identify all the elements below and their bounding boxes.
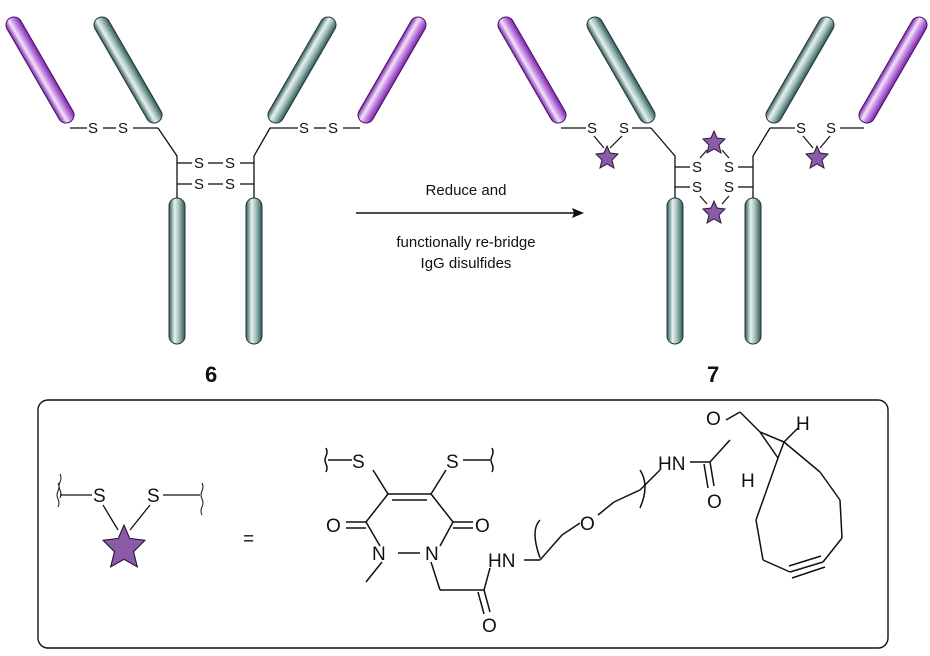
ether-oxygen-atom: O (580, 514, 595, 535)
bridging-reagent-star (595, 145, 619, 169)
sulfur-atom: S (299, 120, 309, 137)
bridging-reagent-star (702, 130, 726, 154)
sulfur-atom: S (724, 159, 734, 176)
sulfur-atom: S (194, 176, 204, 193)
heavy-chain-arm-left (586, 16, 656, 124)
oxygen-atom: O (706, 409, 721, 430)
compound-label-7: 7 (707, 362, 719, 387)
legend-box (37, 399, 889, 649)
light-chain-left (5, 16, 75, 124)
sulfur-atom: S (93, 486, 106, 507)
arrow-bottom-text-line2: IgG disulfides (421, 255, 512, 272)
light-chain-left (497, 16, 567, 124)
heavy-chain-stem-right (744, 197, 762, 345)
heavy-chain-arm-right (765, 16, 835, 124)
nitrogen-atom: N (372, 544, 386, 565)
oxygen-atom: O (482, 616, 497, 637)
heavy-chain-stem-right (245, 197, 263, 345)
oxygen-atom: O (707, 492, 722, 513)
legend-star (101, 523, 147, 569)
heavy-chain-stem-left (168, 197, 186, 345)
oxygen-atom: O (326, 516, 341, 537)
sulfur-atom: S (796, 120, 806, 137)
heavy-chain-arm-right (267, 16, 337, 124)
oxygen-atom: O (475, 516, 490, 537)
bridging-reagent-star (805, 145, 829, 169)
sulfur-atom: S (352, 452, 365, 473)
amide-nh: HN (488, 551, 515, 572)
compound-label-6: 6 (205, 362, 217, 387)
sulfur-atom: S (724, 179, 734, 196)
arrow-top-text: Reduce and (426, 182, 507, 199)
light-chain-right (357, 16, 427, 124)
hydrogen-atom: H (741, 471, 755, 492)
reaction-arrow: Reduce and functionally re-bridge IgG di… (356, 182, 584, 272)
arrow-bottom-text-line1: functionally re-bridge (396, 234, 535, 251)
heavy-chain-stem-left (666, 197, 684, 345)
sulfur-atom: S (328, 120, 338, 137)
heavy-chain-arm-left (93, 16, 163, 124)
equals-sign: = (243, 529, 254, 550)
sulfur-atom: S (225, 155, 235, 172)
light-chain-right (858, 16, 928, 124)
bridging-reagent-star (702, 200, 726, 224)
star-legend: S S (56, 473, 204, 569)
sulfur-atom: S (147, 486, 160, 507)
sulfur-atom: S (587, 120, 597, 137)
sulfur-atom: S (826, 120, 836, 137)
sulfur-atom: S (194, 155, 204, 172)
sulfur-atom: S (88, 120, 98, 137)
hydrogen-atom: H (796, 414, 810, 435)
sulfur-atom: S (692, 159, 702, 176)
carbamate-nh: HN (658, 454, 685, 475)
sulfur-atom: S (692, 179, 702, 196)
bridging-reagent-structure (324, 411, 843, 615)
sulfur-atom: S (225, 176, 235, 193)
sulfur-atom: S (446, 452, 459, 473)
antibody-7: S S S S S S S S (497, 16, 928, 345)
nitrogen-atom: N (425, 544, 439, 565)
sulfur-atom: S (118, 120, 128, 137)
antibody-6: S S S S S S S S (5, 16, 427, 345)
sulfur-atom: S (619, 120, 629, 137)
